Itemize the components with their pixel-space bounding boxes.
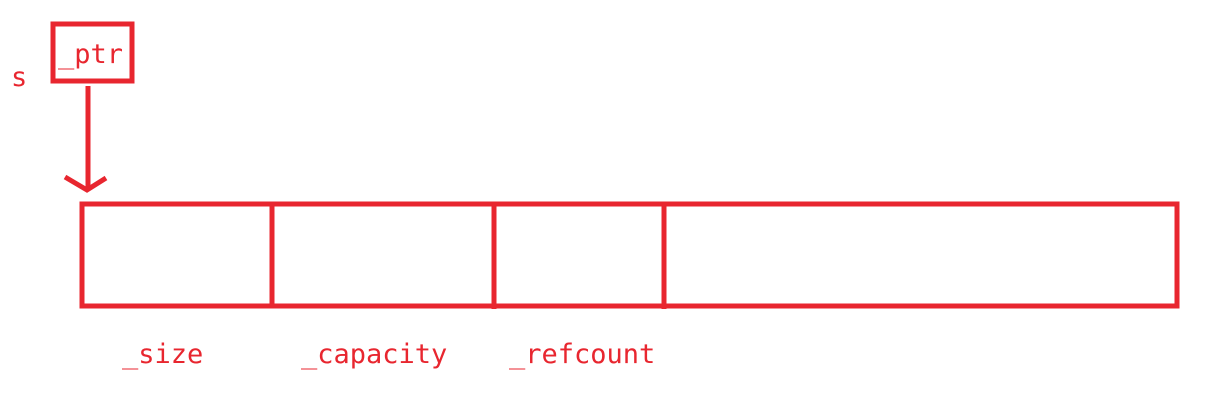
field-label-refcount: _refcount: [509, 339, 655, 370]
pointer-box: [50, 21, 135, 84]
arrow-head: [63, 174, 108, 193]
field-label-size: _size: [122, 339, 203, 370]
field-label-capacity: _capacity: [301, 339, 447, 370]
variable-name-label: s: [11, 62, 27, 93]
pointer-arrow: [63, 86, 108, 193]
buffer-frame: [79, 201, 1180, 309]
pointer-field-label: _ptr: [58, 39, 123, 70]
